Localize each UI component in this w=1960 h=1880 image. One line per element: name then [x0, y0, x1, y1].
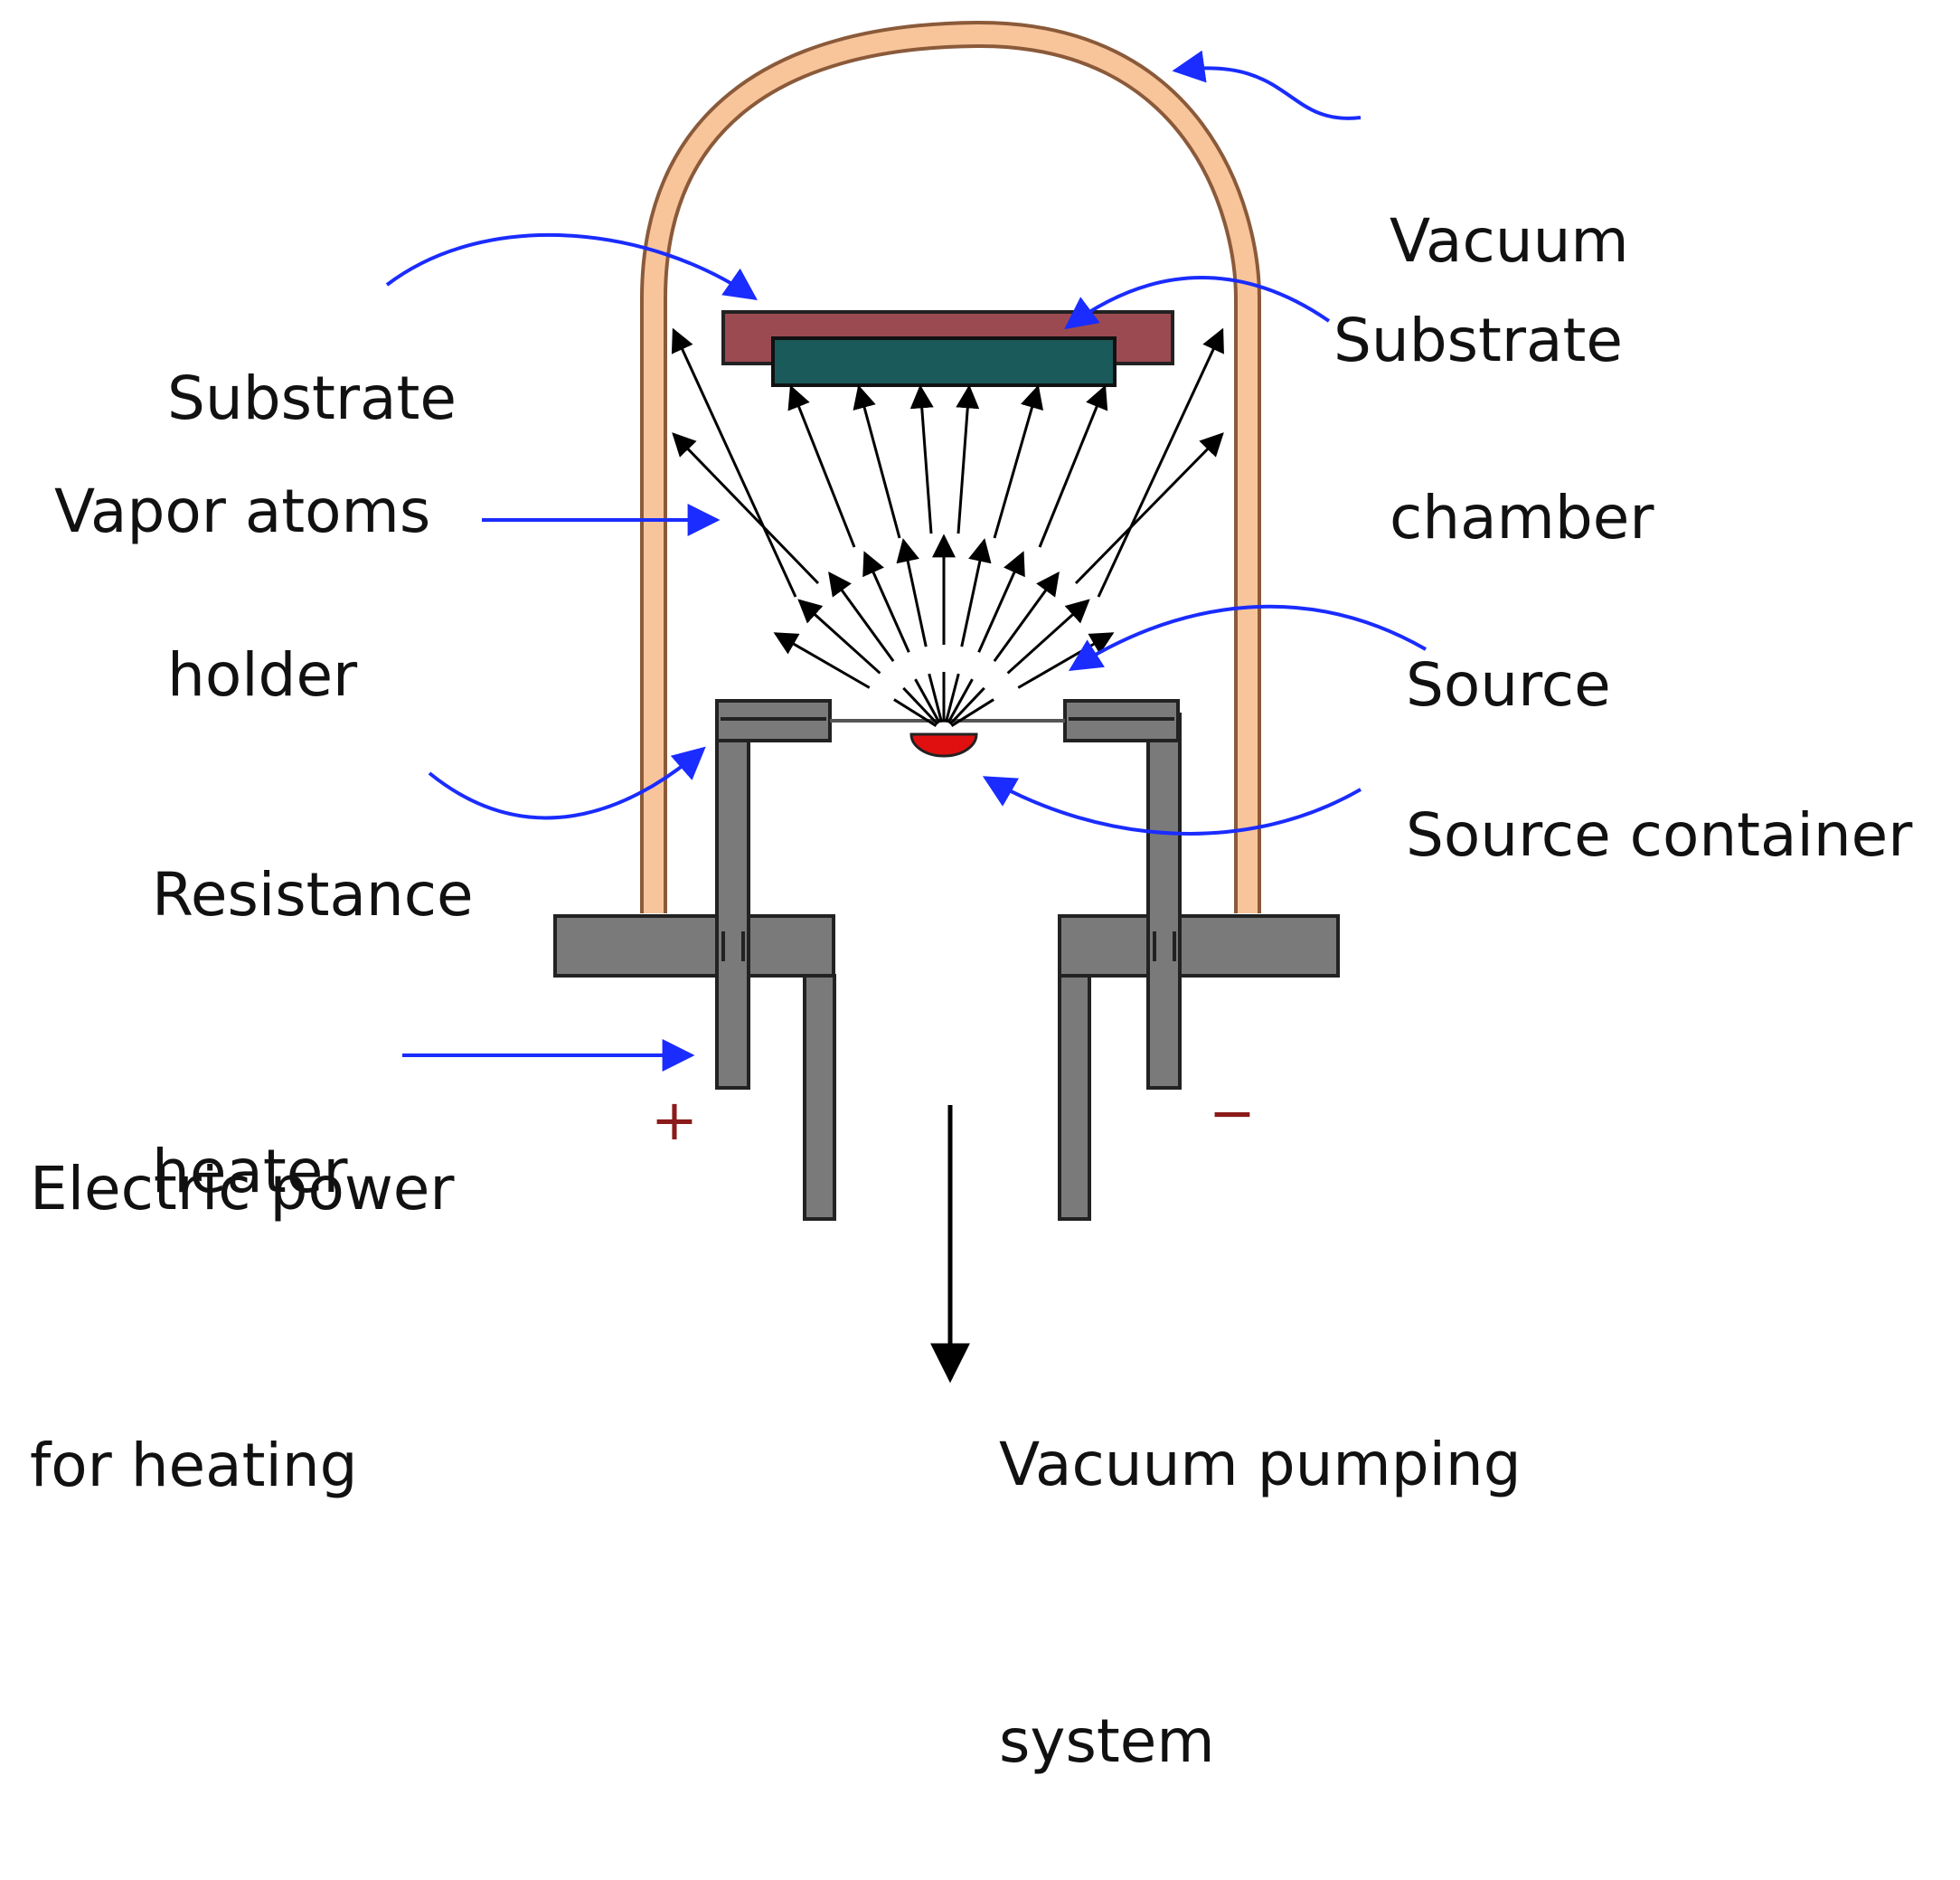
source-fan-line — [945, 673, 960, 723]
left-electrode-outer — [803, 974, 836, 1221]
vapor-atom-arrow-outer — [671, 327, 797, 598]
label-electric-power-line1: Electric power — [30, 1154, 455, 1223]
source-container — [909, 732, 978, 758]
vapor-atom-arrow-outer — [787, 384, 856, 548]
negative-terminal-sign: − — [1209, 1080, 1256, 1146]
vapor-atom-arrow-outer — [853, 384, 901, 539]
vapor-atom-arrows — [671, 327, 1224, 689]
left-base-plate — [553, 914, 835, 978]
vapor-atom-arrow-outer — [909, 384, 934, 534]
source-fan-line — [902, 686, 939, 725]
label-vacuum-pumping: Vacuum pumping system — [999, 1234, 1522, 1880]
right-base-plate — [1058, 914, 1340, 978]
label-substrate-holder-line2: holder — [167, 640, 358, 710]
label-source-container: Source container — [1406, 800, 1913, 870]
vapor-atom-arrow-inner — [797, 599, 881, 675]
pointer-substrate — [1064, 276, 1331, 330]
pointer-vacuum-chamber — [1172, 50, 1362, 120]
source-fan-line — [950, 698, 994, 727]
label-vapor-atoms: Vapor atoms — [54, 477, 431, 546]
left-electrode-inner — [715, 713, 750, 1090]
vapor-atom-arrow-inner — [1006, 599, 1090, 675]
label-substrate-holder: Substrate holder — [167, 168, 457, 814]
label-vacuum-chamber-line2: chamber — [1390, 483, 1654, 553]
source-fan-line — [948, 686, 985, 725]
vapor-atom-arrow-inner — [828, 571, 895, 663]
vapor-atom-arrow-outer — [993, 384, 1044, 539]
vapor-atom-arrow-inner — [977, 551, 1025, 653]
label-resistance-heater: Resistance heater — [152, 665, 474, 1310]
source-fan-line — [914, 678, 941, 723]
evaporation-diagram — [385, 20, 1427, 1384]
label-vacuum-chamber: Vacuum chamber — [1390, 11, 1654, 657]
label-substrate: Substrate — [1333, 306, 1623, 375]
source-fan-line — [947, 678, 974, 723]
vapor-atom-arrow-inner — [993, 571, 1060, 663]
pointer-arrows — [385, 50, 1427, 1072]
label-resistance-heater-line2: heater — [152, 1137, 348, 1206]
substrate — [771, 336, 1117, 387]
source-fan-line — [928, 673, 943, 723]
vapor-atom-arrow-outer — [1074, 432, 1224, 585]
label-vacuum-pumping-line2: system — [999, 1706, 1215, 1776]
heater-assembly — [553, 699, 1340, 1221]
label-substrate-holder-line1: Substrate — [167, 364, 457, 433]
vapor-atom-arrow-outer — [672, 432, 820, 585]
label-vacuum-chamber-line1: Vacuum — [1390, 206, 1629, 276]
vapor-atom-arrow-outer — [956, 384, 980, 534]
vapor-atom-arrow-outer — [1097, 327, 1224, 598]
source-fan-line — [893, 698, 938, 727]
pointer-source — [1068, 604, 1427, 671]
label-electric-power: Electric power for heating — [30, 959, 455, 1604]
right-electrode-outer — [1058, 974, 1091, 1221]
vapor-atom-arrow-inner — [1017, 632, 1115, 689]
feedthrough-marks — [721, 717, 1176, 961]
vapor-atom-arrow-inner — [960, 538, 992, 647]
label-electric-power-line2: for heating — [30, 1431, 358, 1500]
label-resistance-heater-line1: Resistance — [152, 860, 474, 930]
vapor-atom-arrow-outer — [1038, 384, 1108, 548]
pointer-source-container — [982, 776, 1362, 836]
right-electrode-inner — [1146, 713, 1182, 1090]
vacuum-chamber — [640, 20, 1261, 913]
label-vacuum-pumping-line1: Vacuum pumping — [999, 1430, 1522, 1499]
vapor-atom-arrow-inner — [862, 551, 910, 653]
vapor-atom-arrow-inner — [773, 632, 871, 689]
positive-terminal-sign: + — [651, 1087, 698, 1153]
pointer-resistance-heater — [428, 746, 706, 820]
source-fan-lines — [893, 672, 994, 727]
vapor-atom-arrow-inner — [896, 538, 928, 647]
pointer-substrate-holder — [385, 232, 758, 301]
label-source: Source — [1406, 650, 1611, 720]
